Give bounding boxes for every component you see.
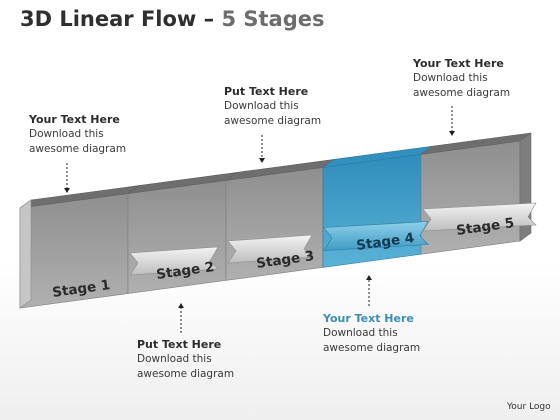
callout-2: Put Text Here Download this awesome diag…: [137, 337, 277, 382]
callout-arrow-head: [449, 131, 455, 136]
callout-body: Download this awesome diagram: [29, 127, 169, 157]
stage-ribbon: [227, 234, 313, 264]
callout-arrow: [259, 135, 265, 163]
callout-heading: Your Text Here: [29, 113, 120, 126]
title-separator: –: [196, 7, 222, 31]
callout-line: Download this: [413, 72, 488, 84]
callout-body: Download this awesome diagram: [137, 352, 277, 382]
stage-block-front: [420, 140, 521, 255]
callout-line: awesome diagram: [323, 342, 421, 354]
callout-arrow-head: [178, 303, 184, 308]
callout-line: Download this: [323, 327, 398, 339]
callout-body: Download this awesome diagram: [323, 326, 463, 356]
callout-line: Download this: [29, 128, 104, 140]
callout-line: awesome diagram: [29, 143, 127, 155]
page-title: 3D Linear Flow – 5 Stages: [20, 7, 325, 31]
title-subtitle: 5 Stages: [221, 7, 325, 31]
callout-body: Download this awesome diagram: [413, 71, 553, 101]
callout-line: awesome diagram: [413, 87, 511, 99]
callout-line: Download this: [224, 100, 299, 112]
wall-left-edge: [19, 199, 32, 309]
callout-heading: Your Text Here: [323, 312, 414, 325]
stage-ribbon: [422, 202, 537, 232]
callout-line: awesome diagram: [224, 115, 322, 127]
callout-heading: Your Text Here: [413, 57, 504, 70]
callout-body: Download this awesome diagram: [224, 99, 364, 129]
stage-ribbon: [129, 246, 219, 276]
callout-4: Your Text Here Download this awesome dia…: [323, 311, 463, 356]
stage-ribbons: [129, 202, 537, 276]
callout-arrow: [366, 275, 372, 306]
callout-arrow: [449, 106, 455, 136]
callout-arrow-head: [366, 275, 372, 280]
callout-3: Put Text Here Download this awesome diag…: [224, 84, 364, 129]
stage-ribbon: [323, 221, 429, 251]
callout-heading: Put Text Here: [224, 85, 309, 98]
callout-line: awesome diagram: [137, 368, 235, 380]
title-main: 3D Linear Flow: [20, 7, 197, 31]
callout-1: Your Text Here Download this awesome dia…: [29, 112, 169, 157]
callout-arrow-head: [64, 188, 70, 193]
callout-arrow: [64, 163, 70, 193]
callout-arrow-head: [259, 158, 265, 163]
callout-arrows: [64, 106, 455, 333]
callout-arrow: [178, 303, 184, 333]
callout-line: Download this: [137, 353, 212, 365]
callout-heading: Put Text Here: [137, 338, 222, 351]
callout-5: Your Text Here Download this awesome dia…: [413, 56, 553, 101]
logo-text: Your Logo: [507, 402, 551, 412]
